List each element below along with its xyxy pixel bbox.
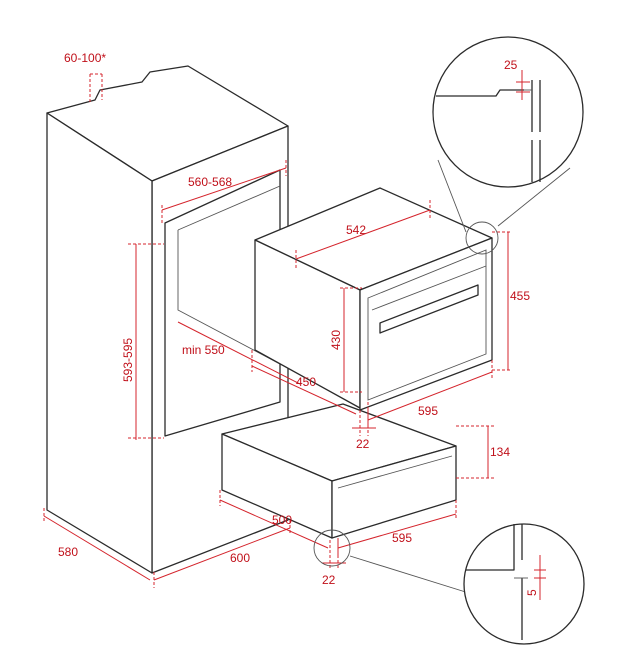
label-detail-top-gap: 25 [504, 58, 518, 72]
label-oven-depth: 450 [296, 375, 316, 389]
label-drawer-front-width: 595 [392, 531, 412, 545]
label-oven-front-offset: 22 [356, 437, 370, 451]
label-oven-body-height: 430 [329, 330, 343, 350]
detail-top [432, 36, 584, 255]
label-niche-min-depth: min 550 [182, 343, 225, 357]
label-detail-bottom-gap: 5 [525, 589, 539, 596]
label-oven-width: 542 [346, 223, 366, 237]
dimension-lines [43, 73, 512, 588]
label-cabinet-top-gap: 60-100* [64, 51, 106, 65]
label-cabinet-depth: 580 [58, 545, 78, 559]
detail-bottom [313, 523, 585, 645]
warming-drawer [221, 403, 457, 539]
label-niche-height: 593-595 [121, 338, 135, 382]
dimension-labels: 60-100* 560-568 593-595 min 550 542 455 … [58, 51, 539, 596]
oven [254, 187, 493, 411]
label-oven-front-width: 595 [418, 404, 438, 418]
label-cabinet-width: 600 [230, 551, 250, 565]
label-oven-total-height: 455 [510, 289, 530, 303]
label-drawer-depth: 500 [272, 513, 292, 527]
label-drawer-height: 134 [490, 445, 510, 459]
label-niche-width: 560-568 [188, 175, 232, 189]
label-drawer-front-offset: 22 [322, 573, 336, 587]
